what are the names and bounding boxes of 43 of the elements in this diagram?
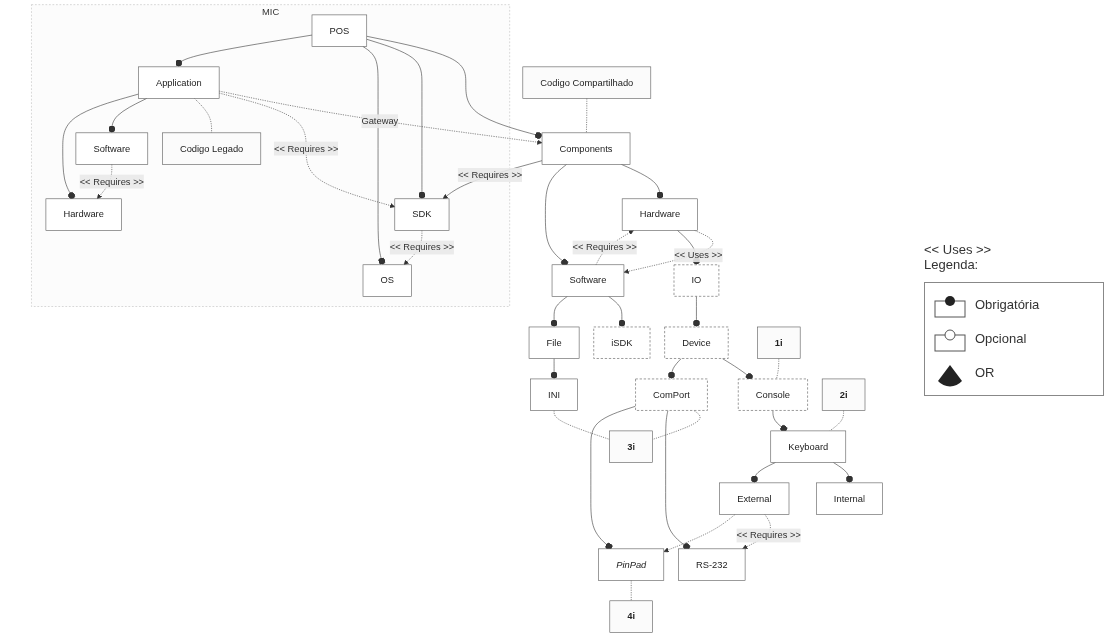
node-box: Codigo Legado [162,132,262,165]
node-box: 4i [609,600,653,633]
node-box: POS [311,14,368,47]
node-box: 2i [821,378,866,411]
edge-label: << Uses >> [674,250,723,260]
note-text: Legenda: [924,256,980,272]
edge-label: << Requires >> [389,242,455,253]
node-box: Device [664,326,729,359]
node-box: Console [738,378,808,411]
node-box: PinPad [598,548,665,581]
note-text: << Uses >> [924,241,993,257]
node-box: 1i [757,326,801,359]
edge-label: << Requires >> [457,169,523,180]
edge-label: << Requires >> [736,530,801,541]
edge-label: << Requires >> [79,176,145,187]
node-box: Codigo Compartilhado [522,66,652,99]
node-box: File [528,326,580,359]
node-box: Application [138,66,220,99]
node-box: Hardware [621,198,698,231]
node-box: External [719,482,790,515]
node-box: Software [75,132,149,165]
edge-label: << Requires >> [273,143,339,154]
edge-label: << Requires >> [572,242,637,253]
legend-label: OR [975,365,995,380]
node-box: Internal [816,482,883,515]
node-box: Hardware [45,198,122,231]
node-box: SDK [394,198,450,231]
node-box: ComPort [635,378,708,411]
node-box: Keyboard [770,430,847,463]
node-box: IO [673,264,720,297]
legend-label: Obrigatória [975,297,1040,312]
legend-label: Opcional [975,331,1027,346]
connector [652,410,701,440]
edge-label: Gateway [361,116,399,127]
node-box: 3i [609,430,653,463]
node-box: OS [362,264,412,297]
node-box: Software [551,264,625,297]
node-box: Components [541,132,631,165]
connector [194,98,212,134]
node-box: INI [530,378,578,411]
connector [553,410,610,440]
node-box: iSDK [593,326,651,359]
node-box: RS-232 [678,548,746,581]
